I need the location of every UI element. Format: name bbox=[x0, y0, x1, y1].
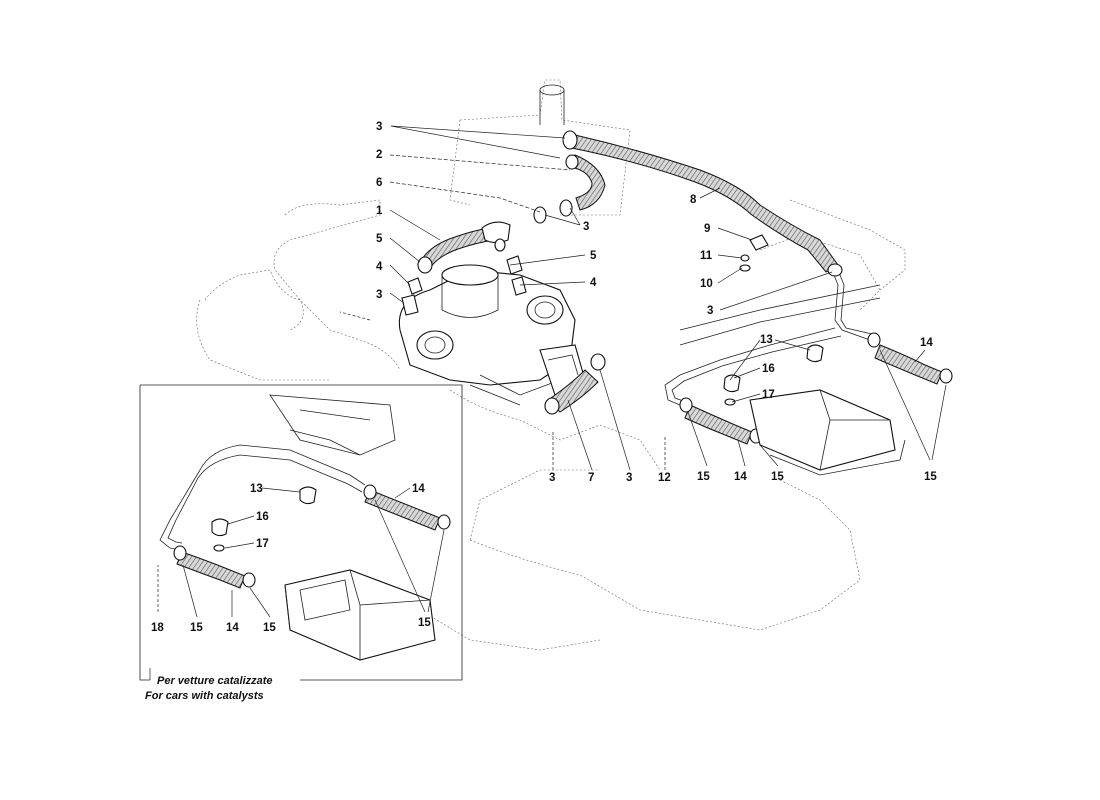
throttle-body-assembly bbox=[398, 264, 586, 406]
hose-14-main bbox=[684, 344, 943, 445]
label-1: 1 bbox=[376, 205, 383, 217]
label-15b: 15 bbox=[697, 471, 710, 483]
hose-8 bbox=[571, 134, 839, 273]
label-14a: 14 bbox=[920, 337, 933, 349]
inset-assembly bbox=[159, 394, 451, 661]
inset-label-13: 13 bbox=[250, 483, 263, 495]
label-9: 9 bbox=[704, 223, 710, 235]
hose-2 bbox=[569, 154, 606, 211]
hose-7 bbox=[547, 369, 599, 413]
inset-label-16: 16 bbox=[256, 511, 269, 523]
label-3b: 3 bbox=[583, 221, 589, 233]
inset-label-14a: 14 bbox=[412, 483, 425, 495]
label-4b: 4 bbox=[590, 277, 597, 289]
label-10: 10 bbox=[700, 278, 713, 290]
label-6: 6 bbox=[376, 177, 382, 189]
rigid-pipes bbox=[664, 269, 881, 406]
inset-label-18: 18 bbox=[151, 622, 164, 634]
label-8: 8 bbox=[690, 194, 697, 206]
caption-english: For cars with catalysts bbox=[145, 690, 264, 702]
caption-italian: Per vetture catalizzate bbox=[157, 675, 273, 687]
oil-tank-outline bbox=[449, 79, 631, 216]
label-17: 17 bbox=[762, 389, 775, 401]
label-15c: 15 bbox=[771, 471, 784, 483]
label-5a: 5 bbox=[376, 233, 383, 245]
inset-label-17: 17 bbox=[256, 538, 269, 550]
main-labels: 3 2 6 1 3 5 4 3 5 4 8 9 11 10 3 13 16 17… bbox=[376, 121, 937, 484]
label-7: 7 bbox=[588, 472, 594, 484]
label-3f: 3 bbox=[626, 472, 632, 484]
inset-label-15b: 15 bbox=[263, 622, 276, 634]
label-14b: 14 bbox=[734, 471, 747, 483]
inset-labels: 13 14 16 17 18 15 14 15 15 bbox=[151, 483, 431, 634]
label-3d: 3 bbox=[707, 305, 713, 317]
label-3e: 3 bbox=[549, 472, 555, 484]
label-3c: 3 bbox=[376, 289, 382, 301]
label-16: 16 bbox=[762, 363, 775, 375]
label-15a: 15 bbox=[924, 471, 937, 483]
inset-label-15a: 15 bbox=[190, 622, 203, 634]
engine-ghost-outline bbox=[196, 199, 906, 651]
leader-lines bbox=[149, 125, 947, 680]
label-13: 13 bbox=[760, 334, 773, 346]
inset-label-15c: 15 bbox=[418, 617, 431, 629]
label-5b: 5 bbox=[590, 250, 597, 262]
label-11: 11 bbox=[700, 250, 713, 262]
inset-caption: Per vetture catalizzate For cars with ca… bbox=[145, 675, 273, 702]
carbon-canister-main bbox=[749, 389, 906, 476]
label-3a: 3 bbox=[376, 121, 382, 133]
label-4a: 4 bbox=[376, 261, 383, 273]
label-2: 2 bbox=[376, 149, 382, 161]
inset-frame bbox=[139, 384, 463, 681]
inset-label-14b: 14 bbox=[226, 622, 239, 634]
label-12: 12 bbox=[658, 472, 671, 484]
